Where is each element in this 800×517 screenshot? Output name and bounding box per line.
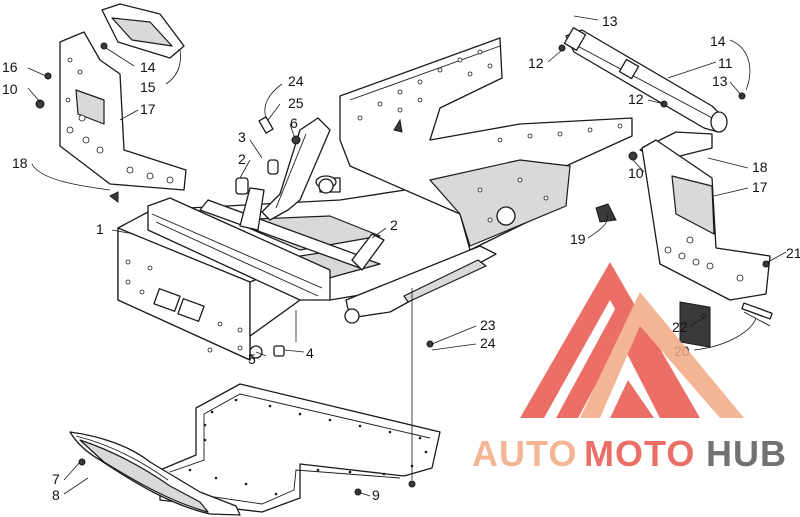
hardware bbox=[35, 42, 770, 496]
callout-6: 6 bbox=[290, 115, 298, 131]
callout-10: 10 bbox=[628, 165, 644, 181]
watermark-auto: AUTO bbox=[472, 433, 577, 474]
callout-3: 3 bbox=[238, 129, 246, 145]
callout-2: 2 bbox=[390, 217, 398, 233]
callout-23: 23 bbox=[480, 317, 496, 333]
main-chassis bbox=[117, 37, 633, 361]
callout-9: 9 bbox=[372, 487, 380, 503]
callout-17: 17 bbox=[752, 179, 768, 195]
leader-lines bbox=[27, 15, 787, 497]
callout-12: 12 bbox=[628, 91, 644, 107]
callout-12: 12 bbox=[528, 55, 544, 71]
callout-5: 5 bbox=[248, 351, 256, 367]
callout-15: 15 bbox=[140, 79, 156, 95]
callout-18: 18 bbox=[752, 159, 768, 175]
callout-17: 17 bbox=[140, 101, 156, 117]
callout-2: 2 bbox=[238, 151, 246, 167]
callout-4: 4 bbox=[306, 345, 314, 361]
triangle-m-logo-icon bbox=[520, 262, 744, 418]
right-footrest bbox=[595, 139, 773, 348]
callout-22: 22 bbox=[672, 319, 688, 335]
callout-13: 13 bbox=[712, 73, 728, 89]
callout-18: 18 bbox=[12, 155, 28, 171]
callout-14: 14 bbox=[140, 59, 156, 75]
callout-11: 11 bbox=[718, 55, 733, 71]
callout-10: 10 bbox=[2, 81, 18, 97]
callout-8: 8 bbox=[52, 487, 60, 503]
belly-pan bbox=[159, 383, 441, 513]
front-skid-plate bbox=[69, 431, 241, 516]
callout-24: 24 bbox=[480, 335, 496, 351]
callout-21: 21 bbox=[786, 245, 800, 261]
callout-16: 16 bbox=[2, 59, 18, 75]
left-footrest bbox=[59, 3, 187, 203]
watermark-hub: HUB bbox=[706, 433, 787, 474]
callout-19: 19 bbox=[570, 231, 586, 247]
watermark-logo: AUTO MOTO HUB bbox=[472, 262, 787, 474]
watermark-moto: MOTO bbox=[584, 433, 695, 474]
callout-7: 7 bbox=[52, 471, 60, 487]
callout-25: 25 bbox=[288, 95, 304, 111]
callout-14: 14 bbox=[710, 33, 726, 49]
callout-24: 24 bbox=[288, 73, 304, 89]
callout-13: 13 bbox=[602, 13, 618, 29]
callout-1: 1 bbox=[96, 221, 104, 237]
